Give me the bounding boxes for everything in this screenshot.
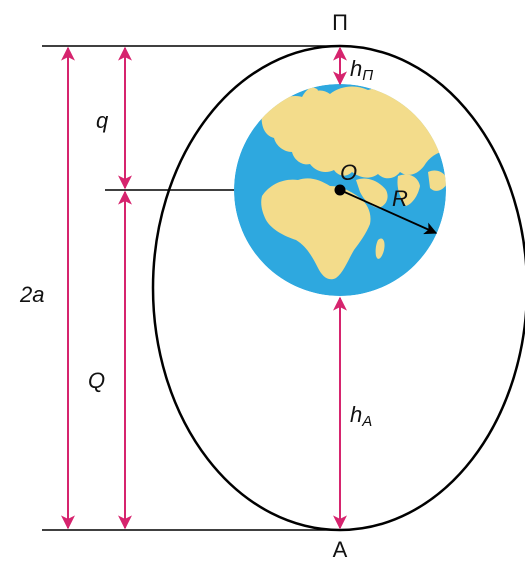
radius-arrow — [339, 189, 438, 235]
madagascar-landmass — [375, 238, 385, 259]
eurasia-landmass — [261, 86, 446, 179]
apogee-height-sub: A — [361, 413, 372, 430]
southeast-asia-landmass — [428, 170, 446, 191]
center-label: O — [340, 160, 357, 185]
arabia-landmass — [356, 178, 388, 208]
africa-landmass — [261, 178, 371, 280]
radius-label: R — [392, 186, 408, 211]
orbit-ellipse — [151, 44, 525, 532]
perigee-height-sub: П — [362, 67, 373, 84]
scandinavia-landmass — [300, 87, 318, 108]
india-landmass — [397, 174, 420, 206]
q-label: q — [96, 108, 109, 133]
perigee-height-label: hП — [350, 56, 373, 84]
apogee-height-main: h — [350, 402, 362, 427]
Q-label: Q — [88, 368, 105, 393]
apogee-height-label: hA — [350, 402, 372, 430]
major-axis-label: 2a — [19, 282, 44, 307]
perigee-label: П — [332, 10, 348, 35]
apogee-label: А — [333, 537, 348, 562]
perigee-height-main: h — [350, 56, 362, 81]
